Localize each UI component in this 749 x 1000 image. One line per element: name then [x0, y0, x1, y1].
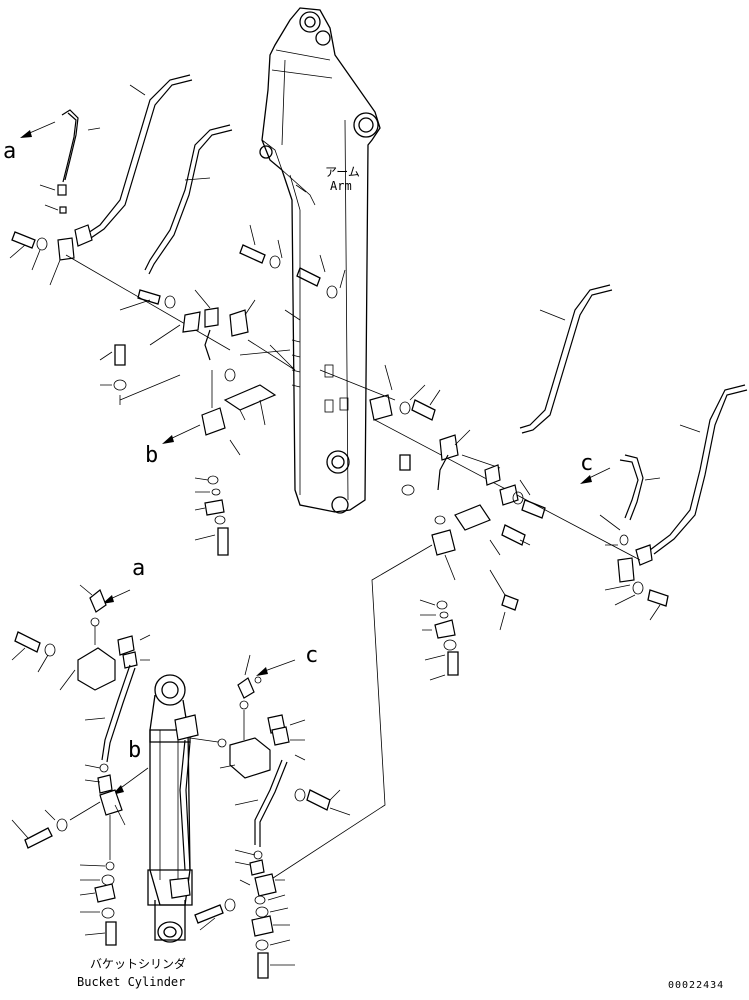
arm-label-en: Arm	[330, 179, 352, 193]
callout-b-bottom: b	[128, 738, 141, 763]
bucket-label-en: Bucket Cylinder	[77, 975, 185, 989]
callout-b-top: b	[145, 443, 158, 468]
callout-a-bottom: a	[132, 556, 145, 581]
right-group: c	[269, 284, 748, 881]
callout-a-top: a	[3, 139, 16, 164]
bottom-center-group: c	[189, 643, 351, 979]
drawing-code: 00022434	[668, 980, 724, 991]
callout-c-top: c	[580, 451, 593, 476]
top-left-group: a	[3, 74, 346, 556]
arm-assembly: アーム Arm	[259, 7, 381, 514]
bucket-cylinder-group: a b	[11, 556, 199, 989]
callout-c-bottom: c	[305, 643, 318, 668]
bucket-label-jp: バケットシリンダ	[90, 956, 186, 971]
arm-label-jp: アーム	[325, 165, 360, 179]
